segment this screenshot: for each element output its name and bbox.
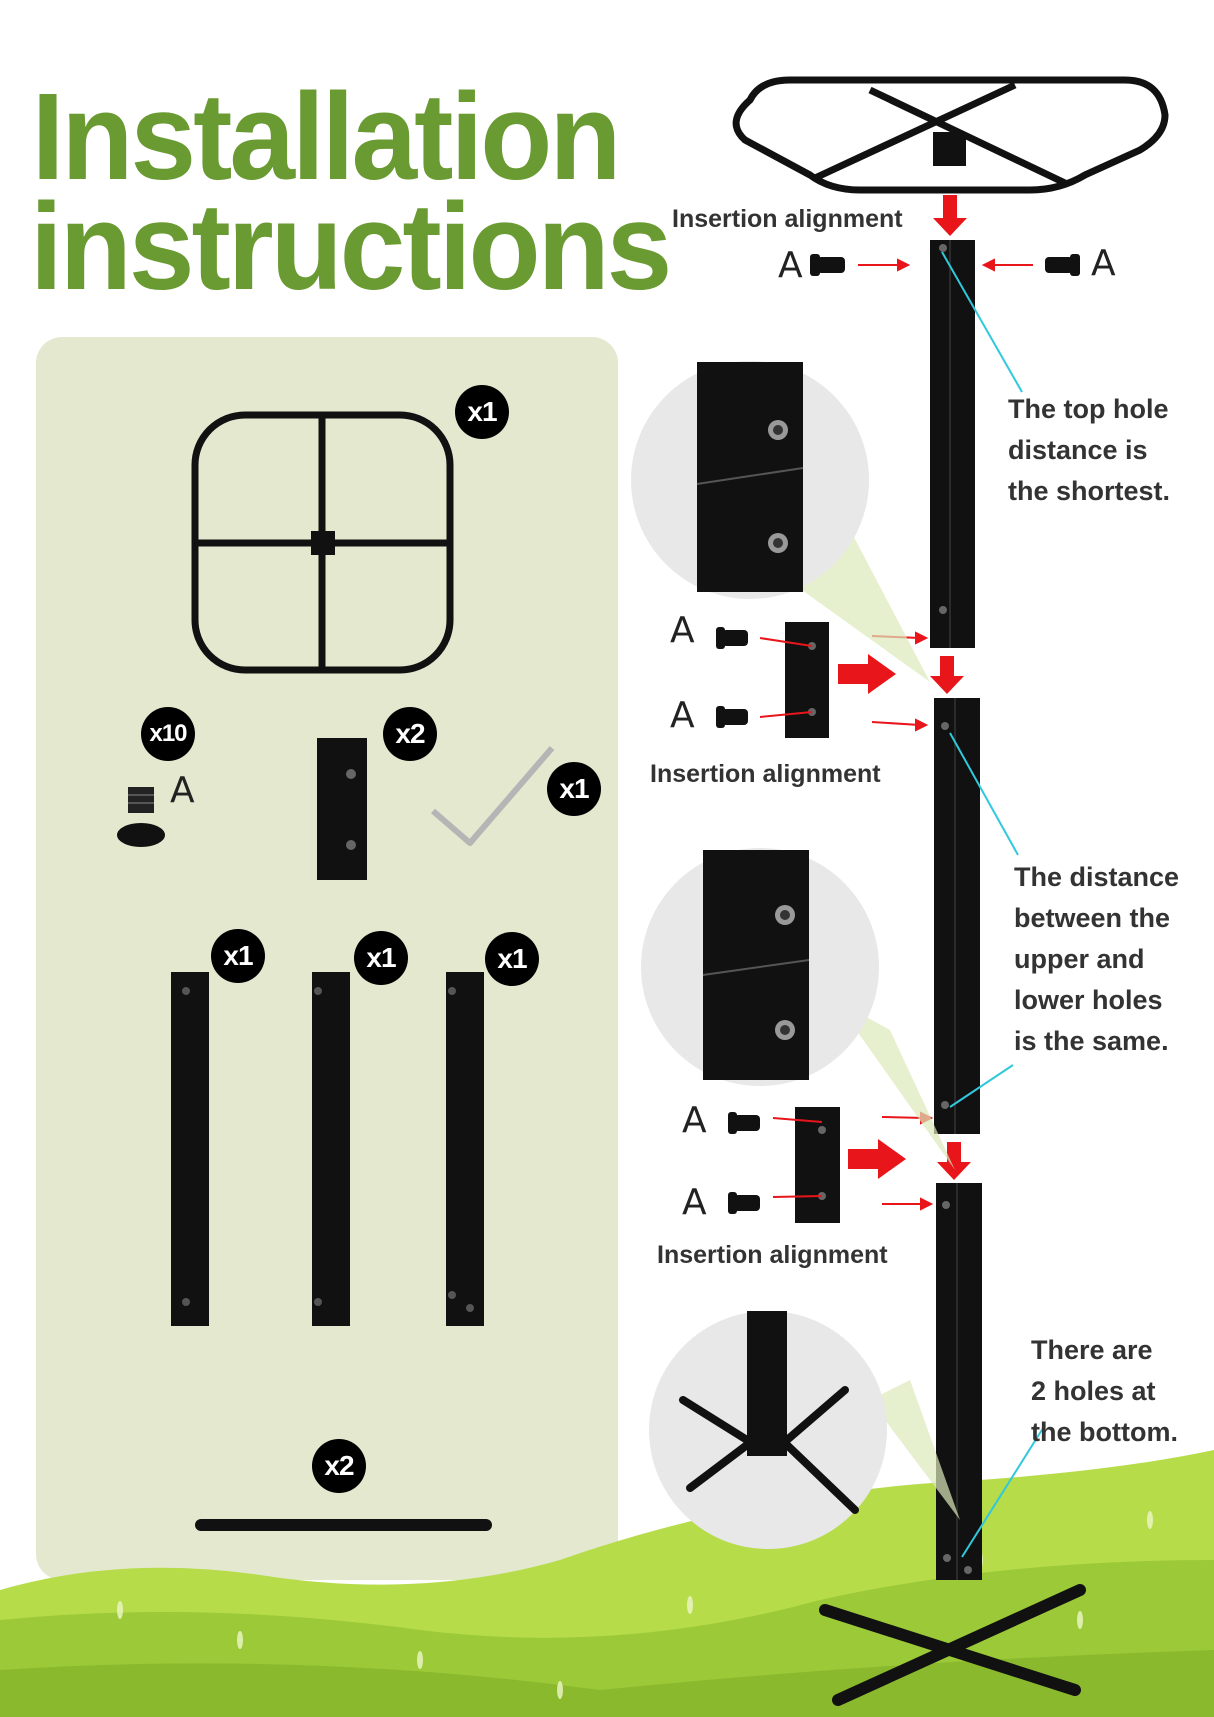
- insertion-label-3: Insertion alignment: [657, 1241, 888, 1269]
- zoom-detail-1: [631, 361, 869, 599]
- alignment-arrows: [838, 195, 971, 1180]
- assembled-pole-3: [936, 1183, 982, 1580]
- insertion-label-1: Insertion alignment: [672, 205, 903, 233]
- screw-letter-5: A: [682, 1100, 707, 1141]
- screw-letter-2: A: [1091, 243, 1116, 284]
- assembled-pole-2: [934, 698, 980, 1134]
- assembly-connector-2: [795, 1107, 840, 1223]
- screw-letter-label: A: [170, 770, 195, 811]
- assembly-connector-1: [785, 622, 829, 738]
- pole-3-qty-badge: x1: [485, 932, 539, 986]
- zoom-detail-2: [641, 848, 879, 1086]
- zoom-detail-3: [649, 1311, 887, 1549]
- assembled-feet: [819, 1584, 1086, 1706]
- ring-bracket: [933, 132, 966, 166]
- note-top-hole: The top hole distance is the shortest.: [1008, 394, 1171, 506]
- screw-letter-3: A: [670, 610, 695, 651]
- pole-2-qty-badge: x1: [354, 931, 408, 985]
- screw-letter-6: A: [682, 1182, 707, 1223]
- pole-1-qty-badge: x1: [211, 929, 265, 983]
- pole-parts: [171, 972, 484, 1326]
- title-line-2: instructions: [30, 177, 672, 317]
- screw-qty-badge: x10: [141, 707, 195, 761]
- insertion-label-2: Insertion alignment: [650, 760, 881, 788]
- connector-qty-badge: x2: [383, 707, 437, 761]
- ring-qty-badge: x1: [455, 385, 509, 439]
- foot-qty-badge: x2: [312, 1439, 366, 1493]
- note-bottom-holes: There are 2 holes at the bottom.: [1031, 1335, 1178, 1447]
- wrench-qty-badge: x1: [547, 762, 601, 816]
- connector-part: [317, 738, 367, 880]
- assembled-top-ring: [732, 76, 1169, 194]
- note-middle-holes: The distance between the upper and lower…: [1014, 862, 1180, 1056]
- ring-center-bracket: [311, 531, 335, 555]
- assembled-pole-1: [930, 240, 975, 648]
- leader-lines: [941, 251, 1046, 1558]
- screw-part: [117, 787, 165, 847]
- assembly-screws: [716, 254, 1080, 1214]
- hex-wrench-part: [431, 746, 555, 846]
- screw-letter-4: A: [670, 695, 695, 736]
- title-line-1: Installation: [31, 67, 622, 207]
- grass-hills: [0, 1450, 1214, 1717]
- screw-letter-1: A: [778, 245, 803, 286]
